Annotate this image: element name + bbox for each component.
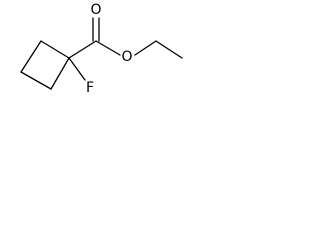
ring-to-carbonyl-bond: [68, 40, 97, 59]
c-f-bond: [68, 57, 86, 81]
carbonyl-double-bond: [92, 17, 100, 42]
carbonyl-oxygen-label: O: [90, 2, 101, 18]
molecule-structure: O O F: [20, 2, 183, 96]
cyclobutane-ring: [20, 40, 70, 90]
fluorine-label: F: [86, 80, 94, 96]
ester-oxygen-label: O: [121, 49, 132, 65]
ring-bond-left: [20, 40, 42, 73]
ring-bond-right: [50, 57, 70, 90]
carbonyl-to-ester-oxygen-bond: [95, 40, 121, 56]
ring-bond-bottom: [20, 71, 52, 90]
ester-oxygen-to-ch2-bond: [134, 40, 157, 56]
ch2-to-ch3-bond: [155, 40, 183, 59]
ring-bond-top: [40, 40, 70, 59]
